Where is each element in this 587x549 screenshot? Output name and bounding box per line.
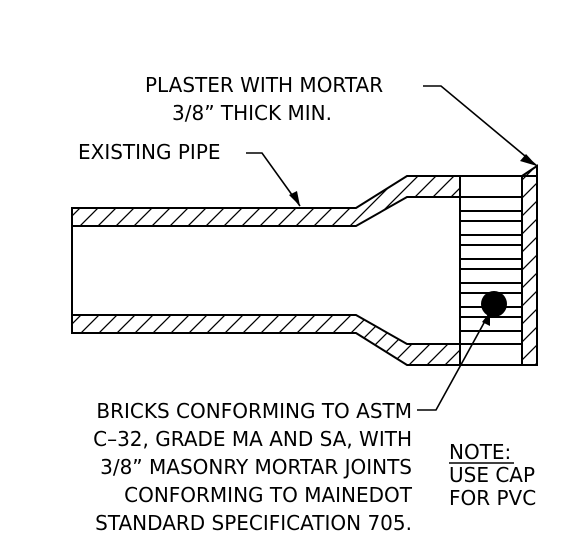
bricks-label: BRICKS CONFORMING TO ASTM C–32, GRADE MA… [93,399,413,535]
note-heading: NOTE: [449,440,511,464]
mortar-plaster-face [521,164,538,366]
bricks-label-line-1: BRICKS CONFORMING TO ASTM [96,399,412,423]
plaster-leader [423,85,538,167]
pipe-top-wall [71,175,461,227]
bricks-leader [417,311,491,411]
brick-courses [460,196,522,345]
leader-lines [246,85,538,411]
leader-arrowheads [289,154,537,326]
brick-callout-dot [481,291,507,317]
existing-pipe-label: EXISTING PIPE [78,140,221,164]
bricks-label-line-5: STANDARD SPECIFICATION 705. [95,511,412,535]
brick-plug [459,164,538,366]
plaster-label: PLASTER WITH MORTAR 3/8” THICK MIN. [145,73,383,125]
bricks-label-line-3: 3/8” MASONRY MORTAR JOINTS [100,455,412,479]
note-line-2: FOR PVC [449,486,536,510]
plaster-label-line-1: PLASTER WITH MORTAR [145,73,383,97]
bricks-label-line-2: C–32, GRADE MA AND SA, WITH [93,427,412,451]
existing-pipe-leader [246,152,301,207]
note-line-1: USE CAP [449,463,535,487]
pipe-bottom-wall [71,314,461,366]
existing-pipe [71,175,461,366]
note: NOTE: USE CAP FOR PVC [449,440,536,510]
plaster-label-line-2: 3/8” THICK MIN. [172,101,332,125]
bricks-label-line-4: CONFORMING TO MAINEDOT [124,483,413,507]
